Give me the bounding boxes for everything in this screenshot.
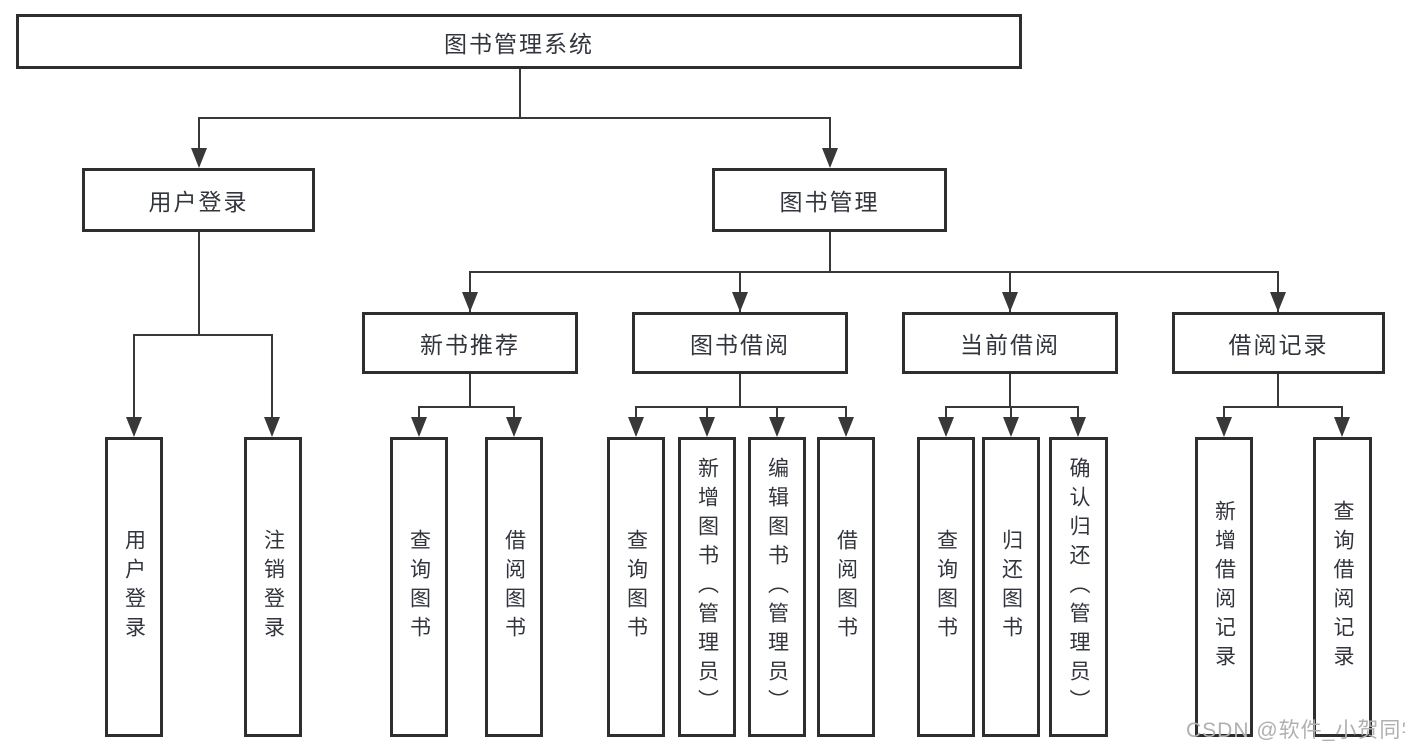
connector-line xyxy=(133,334,135,435)
arrow-down-icon xyxy=(506,417,522,437)
node-label: 图书管理 xyxy=(779,189,880,215)
node-label: 确认归还（管理员） xyxy=(1067,456,1090,718)
arrow-down-icon xyxy=(1216,417,1232,437)
node-book-management: 图书管理 xyxy=(712,168,947,232)
connector-line xyxy=(519,69,521,118)
arrow-down-icon xyxy=(732,292,748,312)
node-label: 用户登录 xyxy=(148,189,249,215)
arrow-down-icon xyxy=(628,417,644,437)
connector-line xyxy=(829,232,831,273)
node-label: 当前借阅 xyxy=(960,332,1060,358)
node-label: 新增借阅记录 xyxy=(1212,500,1236,674)
node-label: 借阅图书 xyxy=(502,529,526,645)
connector-line xyxy=(469,374,471,407)
leaf-query-borrow-record: 查询借阅记录 xyxy=(1313,437,1372,737)
node-label: 归还图书 xyxy=(999,529,1023,645)
connector-line xyxy=(469,271,1279,273)
arrow-down-icon xyxy=(1334,417,1350,437)
leaf-add-borrow-record: 新增借阅记录 xyxy=(1195,437,1253,737)
arrow-down-icon xyxy=(822,148,838,168)
leaf-query-books-recommend: 查询图书 xyxy=(390,437,448,737)
node-book-borrow: 图书借阅 xyxy=(632,312,848,374)
node-root-system: 图书管理系统 xyxy=(16,14,1022,69)
arrow-down-icon xyxy=(1002,292,1018,312)
leaf-query-books-borrow: 查询图书 xyxy=(607,437,665,737)
node-label: 新书推荐 xyxy=(420,332,520,358)
connector-line xyxy=(1009,374,1011,407)
node-label: 借阅图书 xyxy=(834,529,858,645)
arrow-down-icon xyxy=(938,417,954,437)
node-label: 编辑图书（管理员） xyxy=(765,456,789,718)
leaf-edit-books-admin: 编辑图书（管理员） xyxy=(748,437,806,737)
connector-line xyxy=(133,334,273,336)
arrow-down-icon xyxy=(1003,417,1019,437)
leaf-logout: 注销登录 xyxy=(244,437,302,737)
node-current-borrow: 当前借阅 xyxy=(902,312,1118,374)
leaf-borrow-books: 借阅图书 xyxy=(817,437,875,737)
node-borrow-records: 借阅记录 xyxy=(1172,312,1385,374)
arrow-down-icon xyxy=(264,417,280,437)
node-label: 注销登录 xyxy=(261,529,285,645)
arrow-down-icon xyxy=(126,417,142,437)
node-user-login: 用户登录 xyxy=(82,168,315,232)
connector-line xyxy=(739,271,741,312)
connector-line xyxy=(198,117,831,119)
leaf-borrow-books-recommend: 借阅图书 xyxy=(485,437,543,737)
node-label: 查询借阅记录 xyxy=(1331,500,1354,674)
connector-line xyxy=(1277,271,1279,312)
connector-line xyxy=(739,374,741,407)
connector-line xyxy=(418,406,515,408)
connector-line xyxy=(198,232,200,336)
leaf-add-books-admin: 新增图书（管理员） xyxy=(678,437,736,737)
node-label: 查询图书 xyxy=(624,529,648,645)
leaf-user-login: 用户登录 xyxy=(105,437,163,737)
arrow-down-icon xyxy=(769,417,785,437)
node-label: 图书借阅 xyxy=(690,332,790,358)
connector-line xyxy=(1277,374,1279,407)
connector-line xyxy=(945,406,1079,408)
connector-line xyxy=(1009,271,1011,312)
leaf-return-books: 归还图书 xyxy=(982,437,1040,737)
connector-line xyxy=(1223,406,1343,408)
arrow-down-icon xyxy=(699,417,715,437)
connector-line xyxy=(635,406,847,408)
node-label: 图书管理系统 xyxy=(444,30,594,57)
leaf-confirm-return-admin: 确认归还（管理员） xyxy=(1049,437,1108,737)
arrow-down-icon xyxy=(411,417,427,437)
connector-line xyxy=(469,271,471,312)
connector-line xyxy=(198,117,200,166)
node-label: 新增图书（管理员） xyxy=(695,456,719,718)
arrow-down-icon xyxy=(191,148,207,168)
connector-line xyxy=(829,117,831,166)
arrow-down-icon xyxy=(1070,417,1086,437)
connector-line xyxy=(271,334,273,435)
arrow-down-icon xyxy=(838,417,854,437)
node-label: 查询图书 xyxy=(407,529,431,645)
arrow-down-icon xyxy=(462,292,478,312)
node-label: 借阅记录 xyxy=(1228,332,1329,358)
node-label: 用户登录 xyxy=(122,529,146,645)
arrow-down-icon xyxy=(1270,292,1286,312)
watermark-text: CSDN @软件_小贺同学 xyxy=(1186,719,1405,742)
node-new-book-recommend: 新书推荐 xyxy=(362,312,578,374)
node-label: 查询图书 xyxy=(934,529,958,645)
leaf-query-books-current: 查询图书 xyxy=(917,437,975,737)
